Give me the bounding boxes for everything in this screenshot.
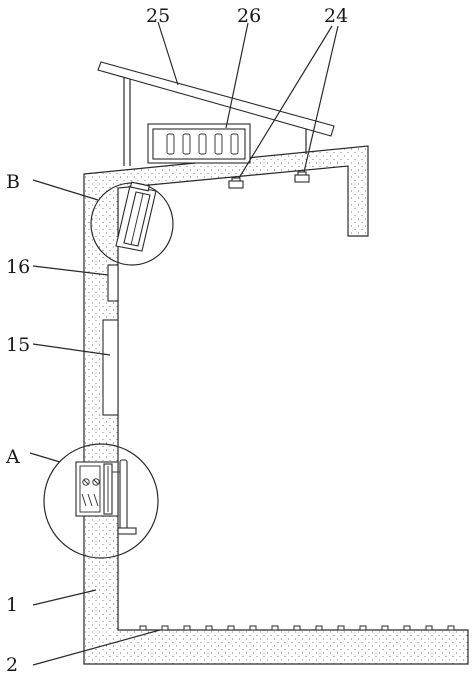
box-cell-2 [182, 133, 191, 155]
fan-icon-1-blade [83, 479, 89, 485]
leader-25 [157, 21, 179, 86]
fan-icon-2-blade [93, 479, 99, 485]
detail-a-slider [119, 459, 128, 531]
base-stud [161, 625, 169, 631]
base-stud [315, 625, 323, 631]
detail-a-foot [117, 527, 137, 535]
solar-panel-assembly [97, 61, 335, 166]
base-stud [205, 625, 213, 631]
label-26: 26 [237, 5, 261, 27]
leader-16 [32, 265, 109, 276]
label-a: A [5, 446, 20, 468]
detail-b-slot [130, 193, 144, 246]
base-stud [337, 625, 345, 631]
base-stud [249, 625, 257, 631]
base-stud [293, 625, 301, 631]
fan-icon-2 [92, 478, 100, 486]
label-1: 1 [6, 594, 18, 616]
frame-body [83, 145, 469, 665]
base-stud [183, 625, 191, 631]
label-2: 2 [6, 654, 18, 676]
leader-24-a [238, 25, 333, 179]
solar-panel [97, 61, 335, 137]
base-stud [381, 625, 389, 631]
base-stud [359, 625, 367, 631]
detail-circle-a [43, 443, 159, 559]
base-stud [447, 625, 455, 631]
label-24: 24 [324, 5, 348, 27]
leader-2 [32, 629, 161, 666]
base-stud [425, 625, 433, 631]
leader-lines [29, 21, 339, 666]
leader-b [32, 179, 99, 201]
detail-circle-b [90, 181, 174, 266]
box-cell-5 [230, 133, 239, 155]
label-15: 15 [6, 334, 30, 356]
detail-a-hatch-1 [81, 493, 87, 507]
leader-24-b [303, 25, 339, 173]
base-studs [139, 625, 455, 631]
base-stud [403, 625, 411, 631]
post-and-base [83, 145, 469, 665]
panel-16 [107, 264, 119, 302]
base-stud [227, 625, 235, 631]
lamps-24 [228, 171, 310, 189]
detail-a-hatch-3 [93, 493, 99, 507]
detail-a-hatch-2 [87, 493, 93, 507]
component-26-box [147, 123, 251, 164]
label-b: B [6, 171, 20, 193]
detail-a-housing-inner [79, 465, 101, 513]
detail-b-cap [129, 181, 150, 192]
box-cell-1 [166, 133, 175, 155]
leader-a [29, 452, 61, 463]
leader-1 [32, 589, 97, 606]
box-cell-3 [198, 133, 207, 155]
detail-a-outline [43, 443, 159, 559]
fan-icon-1 [82, 478, 90, 486]
base-stud [139, 625, 147, 631]
leader-26 [225, 22, 249, 129]
lamp-right [294, 174, 310, 183]
lamp-left [228, 180, 244, 189]
label-16: 16 [6, 256, 30, 278]
callout-labels: 25 26 24 B 16 15 A 1 2 [5, 5, 348, 676]
panel-15 [102, 319, 119, 416]
label-25: 25 [146, 5, 170, 27]
leader-15 [32, 343, 111, 356]
base-stud [271, 625, 279, 631]
box-cell-4 [214, 133, 223, 155]
